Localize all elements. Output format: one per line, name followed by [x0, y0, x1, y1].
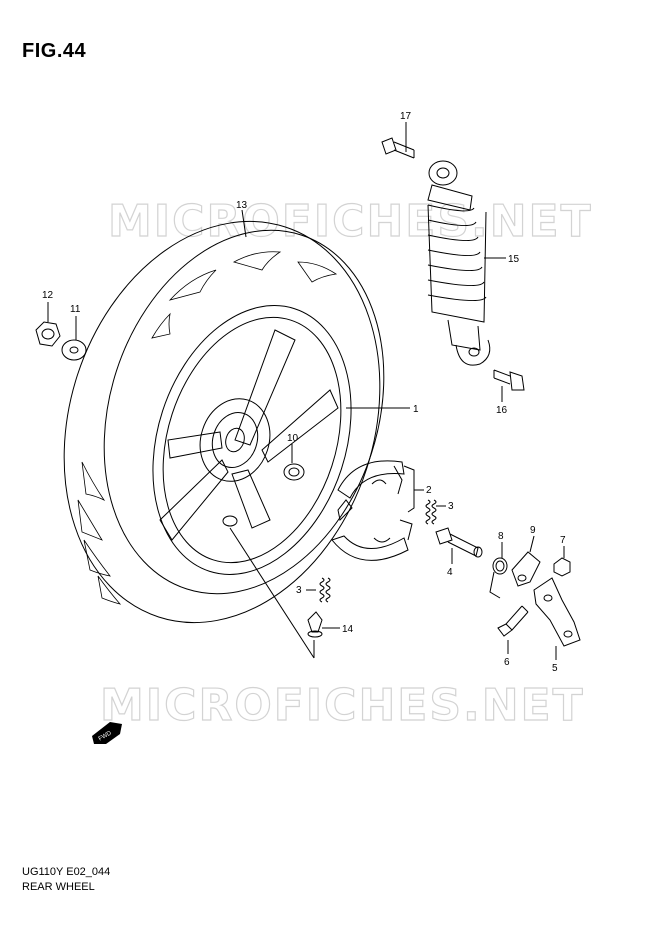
tread-pattern-left: [77, 461, 122, 605]
callout-4: 4: [447, 567, 453, 578]
callout-17: 17: [400, 111, 412, 122]
part-14-tire-valve: [307, 611, 323, 638]
part-10-spacer: [283, 463, 305, 481]
callout-2: 2: [426, 485, 432, 496]
callout-12: 12: [42, 290, 54, 301]
part-3-spring-upper: [425, 499, 437, 525]
tread-pattern-top: [151, 251, 338, 339]
callout-5: 5: [552, 663, 558, 674]
watermark-bottom: MICROFICHES.NET: [100, 680, 585, 731]
callout-10: 10: [287, 433, 299, 444]
part-5-brake-cam-lever: [533, 577, 581, 647]
part-2-brake-shoe-set: [331, 460, 413, 561]
part-17-bolt: [381, 137, 415, 159]
part-11-washer: [61, 339, 87, 361]
part-7-nut: [553, 557, 571, 577]
forward-direction-arrow: FWD: [92, 722, 122, 744]
spoke-right: [261, 389, 339, 463]
part-9-wear-indicator: [511, 551, 541, 587]
hub-outer: [199, 398, 271, 482]
callout-15: 15: [508, 254, 520, 265]
callout-7: 7: [560, 535, 566, 546]
figure-code: UG110Y E02_044: [22, 866, 111, 878]
spoke-left: [167, 431, 223, 459]
hub-middle: [211, 412, 259, 468]
leader-lines: [47, 122, 565, 660]
tire-outer-edge: [63, 220, 381, 624]
rim-outer: [152, 305, 352, 575]
callout-14: 14: [342, 624, 354, 635]
rear-wheel-assembly: [63, 220, 385, 624]
tire-sidewall: [103, 229, 385, 595]
figure-title: FIG.44: [22, 40, 87, 62]
part-3-spring-lower: [319, 577, 331, 603]
valve-hole: [222, 515, 238, 527]
callout-numbers: 13 12 11 17 15 16 1 10 2 3 4 3 14 8 9 7 …: [42, 111, 566, 674]
callout-8: 8: [498, 531, 504, 542]
part-6-bolt: [497, 605, 529, 637]
part-16-bolt: [493, 369, 525, 391]
watermark-top: MICROFICHES.NET: [108, 196, 593, 247]
callout-11: 11: [70, 304, 81, 315]
hub-bore: [225, 427, 245, 453]
callout-13: 13: [236, 200, 248, 211]
callout-1: 1: [413, 404, 419, 415]
part-12-nut: [35, 321, 61, 347]
spoke-lower-left: [159, 459, 229, 541]
spoke-bottom: [231, 469, 271, 529]
callout-6: 6: [504, 657, 510, 668]
part-15-rear-shock-absorber: [427, 160, 491, 366]
rim-inner: [162, 316, 342, 564]
callout-9: 9: [530, 525, 536, 536]
part-8-return-spring: [489, 557, 508, 599]
part-4-brake-cam-shaft: [435, 527, 483, 558]
figure-name: REAR WHEEL: [22, 881, 95, 893]
spoke-top: [234, 329, 296, 446]
callout-3-lower: 3: [296, 585, 302, 596]
callout-16: 16: [496, 405, 508, 416]
callout-3-upper: 3: [448, 501, 454, 512]
